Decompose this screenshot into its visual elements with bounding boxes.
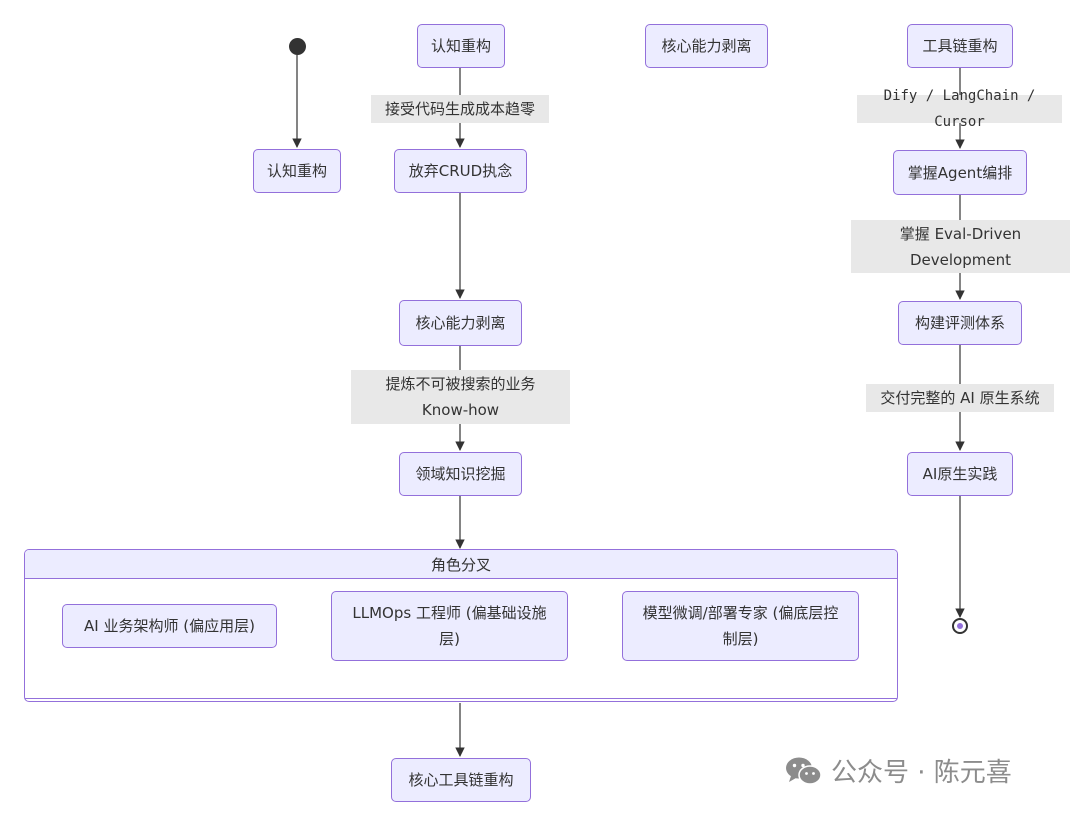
edge-label-accept-zero: 接受代码生成成本趋零 — [371, 95, 549, 123]
node-ai-native[interactable]: AI原生实践 — [907, 452, 1013, 496]
node-top-core-strip[interactable]: 核心能力剥离 — [645, 24, 768, 68]
node-cognition-left[interactable]: 认知重构 — [253, 149, 341, 193]
composite-title: 角色分叉 — [25, 550, 897, 579]
edge-label-eval-line2: Development — [910, 250, 1011, 269]
node-core-toolchain[interactable]: 核心工具链重构 — [391, 758, 531, 802]
wechat-icon — [786, 757, 822, 785]
composite-bottom-line — [25, 698, 897, 699]
edge-label-eval: 掌握 Eval-Driven Development — [851, 220, 1070, 273]
edge-label-refine-line2: Know-how — [421, 401, 500, 419]
node-abandon-crud[interactable]: 放弃CRUD执念 — [394, 149, 527, 193]
edge-label-eval-line1: 掌握 Eval-Driven — [899, 224, 1022, 243]
edge-label-tools: Dify / LangChain / Cursor — [857, 88, 1062, 130]
node-top-toolchain[interactable]: 工具链重构 — [907, 24, 1013, 68]
edge-label-deliver: 交付完整的 AI 原生系统 — [866, 384, 1054, 412]
end-state — [952, 618, 968, 634]
node-role-architect[interactable]: AI 业务架构师 (偏应用层) — [62, 604, 277, 648]
node-master-agent[interactable]: 掌握Agent编排 — [893, 150, 1027, 195]
node-role-model[interactable]: 模型微调/部署专家 (偏底层控制层) — [622, 591, 859, 661]
start-state — [289, 38, 306, 55]
watermark-text: 公众号 · 陈元喜 — [831, 758, 1012, 788]
node-core-strip[interactable]: 核心能力剥离 — [399, 300, 522, 346]
edge-label-refine: 提炼不可被搜索的业务 Know-how — [351, 370, 570, 424]
node-top-cognition[interactable]: 认知重构 — [417, 24, 505, 68]
node-build-eval[interactable]: 构建评测体系 — [898, 301, 1022, 345]
edge-label-refine-line1: 提炼不可被搜索的业务 — [385, 375, 536, 393]
node-domain-mining[interactable]: 领域知识挖掘 — [399, 452, 522, 496]
watermark: 公众号 · 陈元喜 — [785, 752, 1012, 789]
node-role-llmops[interactable]: LLMOps 工程师 (偏基础设施层) — [331, 591, 568, 661]
